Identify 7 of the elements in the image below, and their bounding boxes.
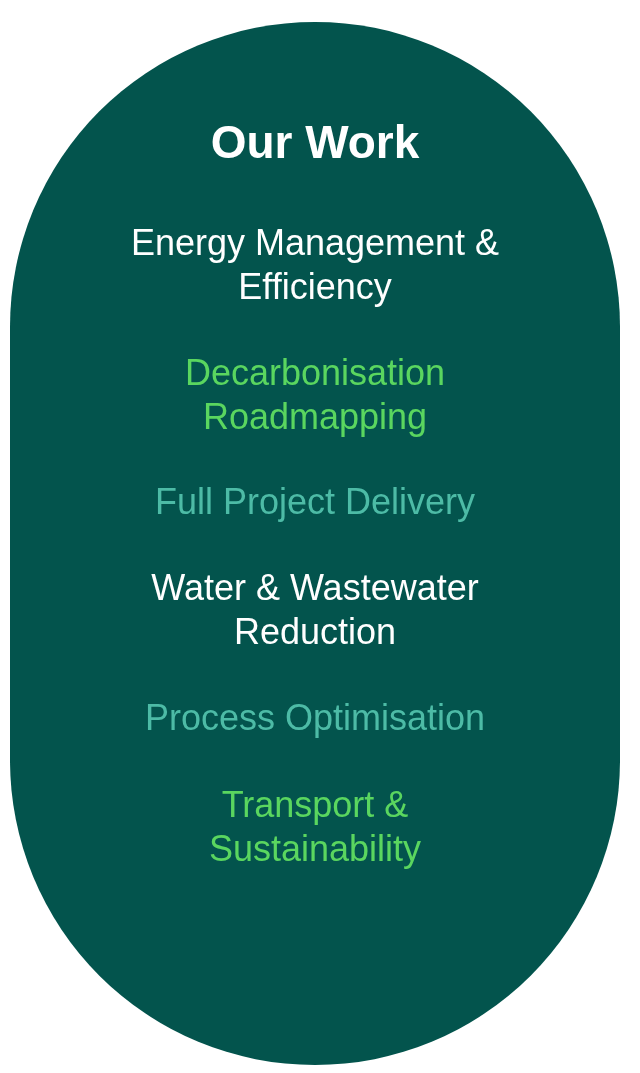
service-item: Water & Wastewater Reduction bbox=[150, 566, 480, 654]
service-item: Process Optimisation bbox=[143, 696, 487, 740]
service-item: Full Project Delivery bbox=[153, 480, 477, 524]
service-item: Transport & Sustainability bbox=[207, 783, 423, 871]
service-item: Decarbonisation Roadmapping bbox=[183, 351, 447, 439]
heading: Our Work bbox=[209, 115, 421, 170]
service-item: Energy Management & Efficiency bbox=[129, 221, 501, 309]
